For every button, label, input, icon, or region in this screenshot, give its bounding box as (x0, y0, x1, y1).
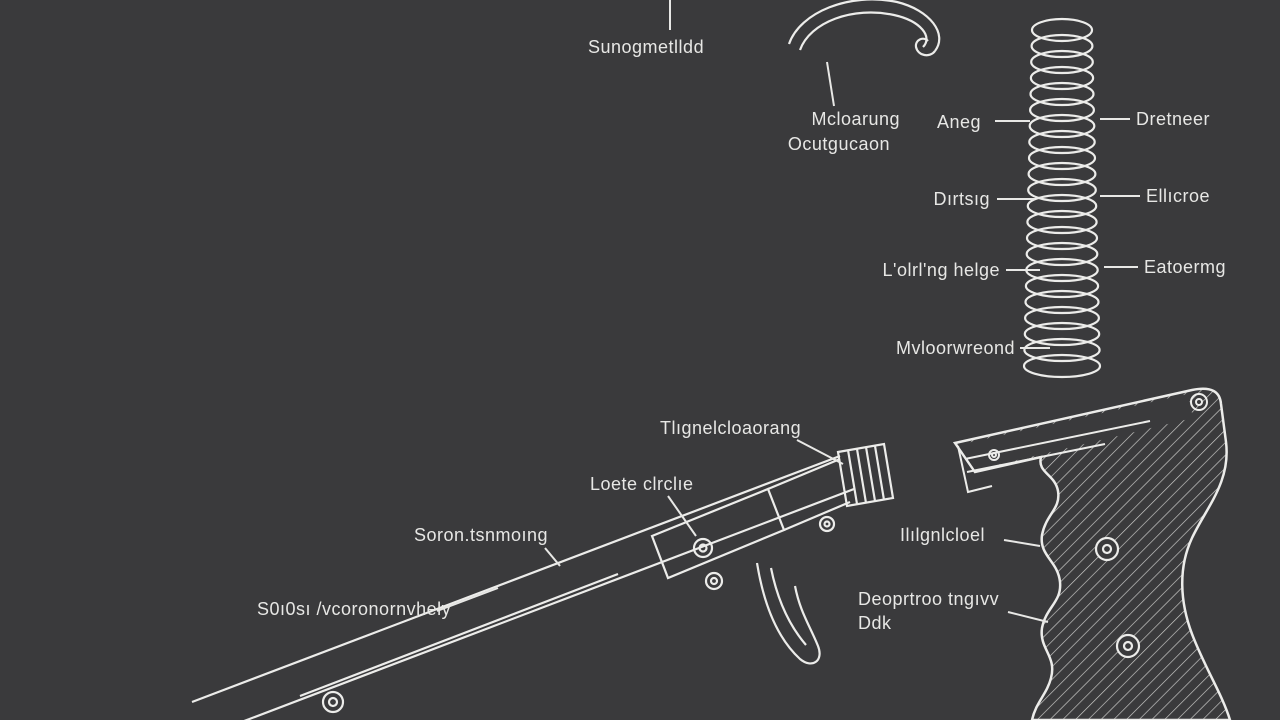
label-aneg: Aneg (937, 112, 982, 132)
label-ellicroe: Ellıcroe (1146, 186, 1211, 206)
grip-illustration (952, 387, 1232, 720)
label-soron: Soron.tsnmoıng (414, 525, 549, 545)
hook-illustration (787, 0, 941, 57)
label-loete: Loete clrclıe (590, 474, 694, 494)
label-mcloarung: Mcloarung (811, 109, 900, 129)
label-ddk: Ddk (858, 613, 892, 633)
spring-illustration (1022, 17, 1102, 379)
label-mvloorwreond: Mvloorwreond (895, 338, 1015, 358)
label-dirtsig: Dırtsıg (933, 189, 990, 209)
label-ocutgucaon: Ocutgucaon (787, 134, 890, 154)
leader-lines (436, 0, 1140, 623)
label-lolrlng: L'olrl'ng helge (882, 260, 1000, 280)
label-ilignl: Ilılgnlcloel (900, 525, 986, 545)
label-tlignel: Tlıgnelcloaorang (660, 418, 802, 438)
label-eatoermg: Eatoermg (1144, 257, 1227, 277)
label-top-part: Sunogmetlldd (588, 37, 705, 57)
label-deoprtroo: Deoprtroo tngıvv (858, 589, 1000, 609)
barrel-illustration (191, 442, 895, 720)
label-s0i0si: S0ı0sı /vcoronornvhely (257, 599, 452, 619)
label-dretneer: Dretneer (1136, 109, 1211, 129)
